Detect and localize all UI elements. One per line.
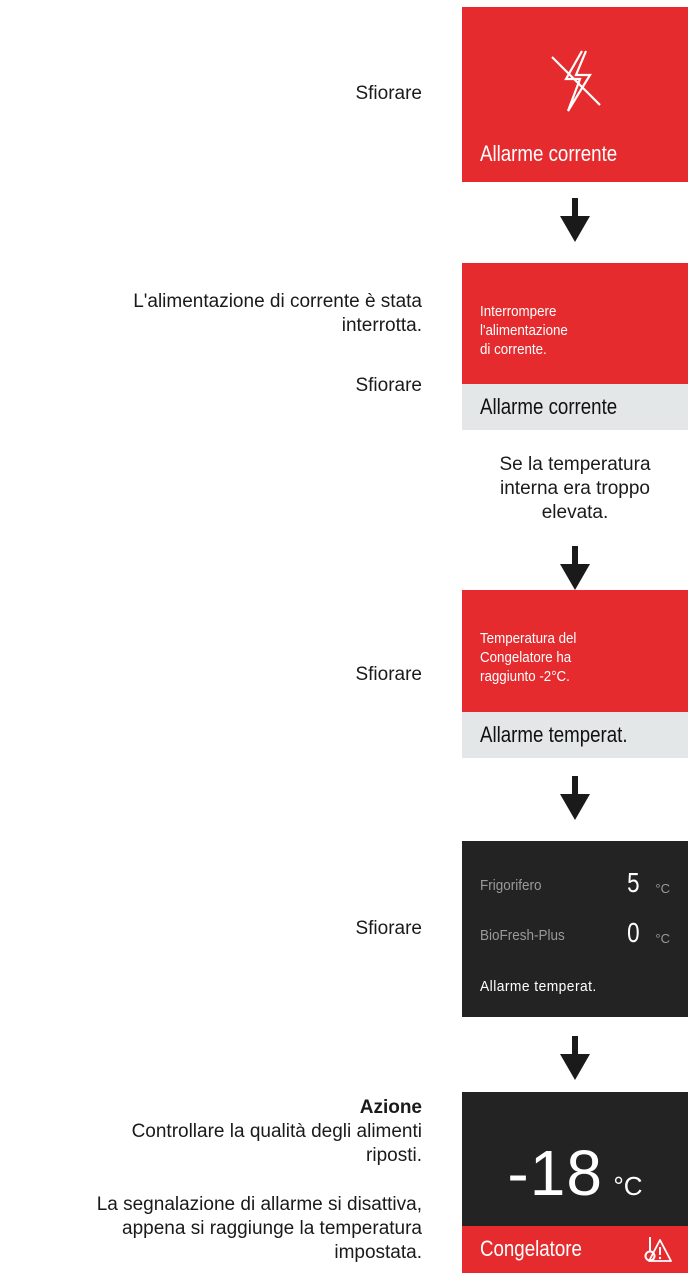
note-line: Se la temperatura <box>499 454 651 475</box>
power-fault-icon <box>551 50 601 112</box>
message-line: Interrompere <box>480 304 557 320</box>
down-arrow-icon <box>560 1036 590 1080</box>
fridge-value: 5 <box>627 867 640 898</box>
power-alarm-label: Allarme corrente <box>480 141 618 166</box>
interrupt-power-message[interactable]: Interrompere l'alimentazione di corrente… <box>462 263 688 384</box>
biofresh-label: BioFresh-Plus <box>480 927 565 944</box>
action-title: Azione <box>359 1097 422 1118</box>
temperature-alarm-bar[interactable]: Allarme temperat. <box>462 712 688 758</box>
action-line: Controllare la qualità degli alimenti <box>131 1121 422 1142</box>
freezer-temperature-value: -18 <box>507 1137 603 1209</box>
message-line: raggiunto -2°C. <box>480 669 570 685</box>
compartment-status-display[interactable]: Frigorifero 5 °C BioFresh-Plus 0 °C Alla… <box>462 841 688 1017</box>
action-line: riposti. <box>366 1145 422 1166</box>
freezer-bar[interactable]: Congelatore <box>462 1226 688 1273</box>
biofresh-row: BioFresh-Plus 0 °C <box>480 917 670 951</box>
step2-description-line2: interrotta. <box>341 315 422 336</box>
fridge-label: Frigorifero <box>480 877 542 894</box>
freezer-temperature-text: Temperatura del Congelatore ha raggiunto… <box>480 630 576 687</box>
step2-description: L'alimentazione di corrente è stata inte… <box>133 290 422 338</box>
step3-instruction: Sfiorare <box>355 664 422 685</box>
fridge-unit: °C <box>655 881 670 896</box>
freezer-temperature-readout: -18 °C <box>462 1136 688 1210</box>
note-line: elevata. <box>541 502 609 523</box>
info-line: La segnalazione di allarme si disattiva, <box>96 1194 422 1215</box>
power-alarm-panel[interactable]: Allarme corrente <box>462 7 688 182</box>
power-alarm-bar[interactable]: Allarme corrente <box>462 384 688 430</box>
freezer-bar-label: Congelatore <box>480 1236 582 1261</box>
info-text: La segnalazione di allarme si disattiva,… <box>97 1193 422 1265</box>
message-line: di corrente. <box>480 342 547 358</box>
action-text: Controllare la qualità degli alimenti ri… <box>132 1120 422 1168</box>
down-arrow-icon <box>560 198 590 242</box>
step1-instruction: Sfiorare <box>355 83 422 104</box>
step2-note: Se la temperatura interna era troppo ele… <box>462 453 688 525</box>
temperature-alarm-icon <box>644 1237 672 1262</box>
temperature-alarm-bar-label: Allarme temperat. <box>480 722 628 747</box>
freezer-temperature-unit: °C <box>613 1171 643 1201</box>
biofresh-value: 0 <box>627 917 640 948</box>
fridge-row: Frigorifero 5 °C <box>480 867 670 901</box>
down-arrow-icon <box>560 546 590 590</box>
status-text: Allarme temperat. <box>480 978 597 995</box>
biofresh-unit: °C <box>655 931 670 946</box>
power-alarm-bar-label: Allarme corrente <box>480 394 618 419</box>
step2-instruction: Sfiorare <box>355 375 422 396</box>
message-line: l'alimentazione <box>480 323 568 339</box>
note-line: interna era troppo <box>500 478 650 499</box>
freezer-temperature-message[interactable]: Temperatura del Congelatore ha raggiunto… <box>462 590 688 712</box>
info-line: appena si raggiunge la temperatura <box>122 1218 422 1239</box>
message-line: Congelatore ha <box>480 650 572 666</box>
step2-description-line1: L'alimentazione di corrente è stata <box>133 291 422 312</box>
info-line: impostata. <box>334 1242 422 1263</box>
down-arrow-icon <box>560 776 590 820</box>
message-line: Temperatura del <box>480 631 577 647</box>
step4-instruction: Sfiorare <box>355 918 422 939</box>
interrupt-power-text: Interrompere l'alimentazione di corrente… <box>480 303 568 360</box>
